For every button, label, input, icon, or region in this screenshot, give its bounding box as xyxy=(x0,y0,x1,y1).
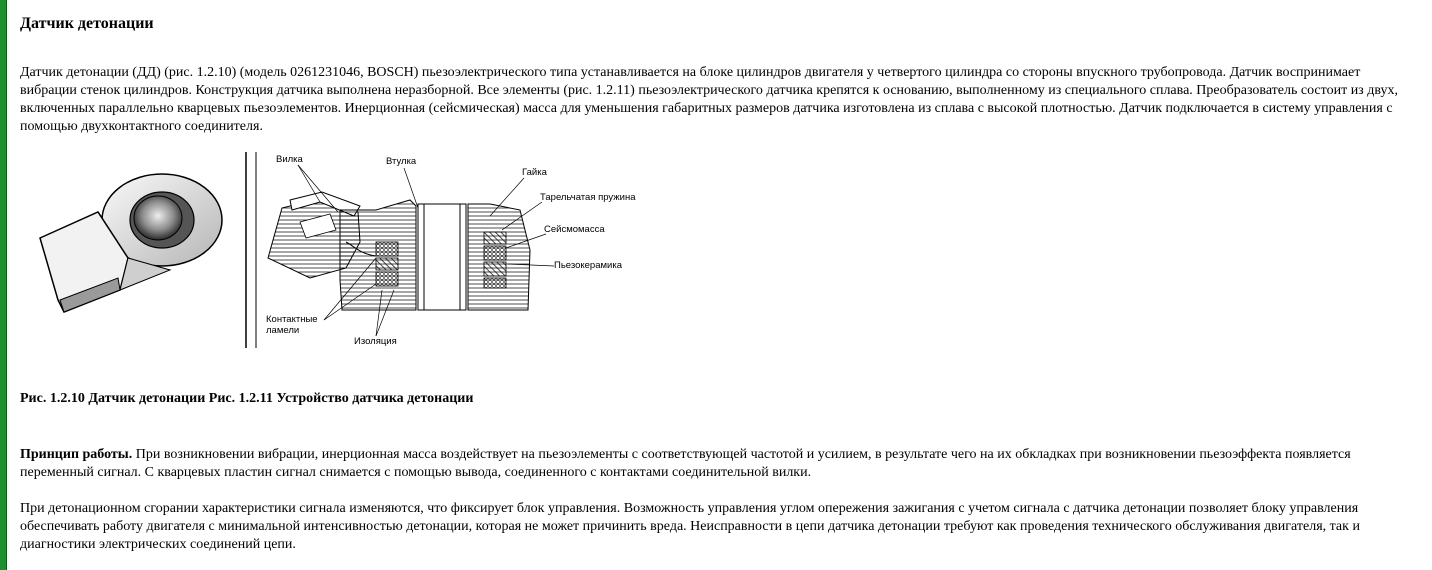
label-izolyatsiya: Изоляция xyxy=(354,336,397,347)
label-seismomassa: Сейсмомасса xyxy=(544,224,605,235)
principle-body: При возникновении вибрации, инерционная … xyxy=(20,447,1351,480)
label-pruzhina: Тарельчатая пружина xyxy=(540,192,636,203)
principle-lead: Принцип работы. xyxy=(20,447,133,462)
sensor-figure: Вилка Втулка Гайка Тарельчатая пружина С… xyxy=(20,150,660,350)
page-title: Датчик детонации xyxy=(20,15,154,32)
figure-caption: Рис. 1.2.10 Датчик детонации Рис. 1.2.11… xyxy=(20,391,474,406)
label-lameli: ламели xyxy=(266,325,299,336)
label-vilka: Вилка xyxy=(276,154,304,165)
sensor-cross-section: Вилка Втулка Гайка Тарельчатая пружина С… xyxy=(266,154,636,347)
knock-sensor-illustration xyxy=(39,173,223,313)
label-piezokeramika: Пьезокерамика xyxy=(554,260,623,271)
detonation-paragraph: При детонационном сгорании характеристик… xyxy=(20,501,1360,552)
label-vtulka: Втулка xyxy=(386,156,417,167)
sensor-diagram: Вилка Втулка Гайка Тарельчатая пружина С… xyxy=(39,152,636,348)
principle-paragraph: Принцип работы. При возникновении вибрац… xyxy=(20,446,1415,482)
document-content: Датчик детонации Датчик детонации (ДД) (… xyxy=(20,0,1415,554)
left-border-bar xyxy=(0,0,7,570)
label-kontaktnye: Контактные xyxy=(266,314,318,325)
label-gaika: Гайка xyxy=(522,167,548,178)
intro-paragraph: Датчик детонации (ДД) (рис. 1.2.10) (мод… xyxy=(20,65,1398,134)
